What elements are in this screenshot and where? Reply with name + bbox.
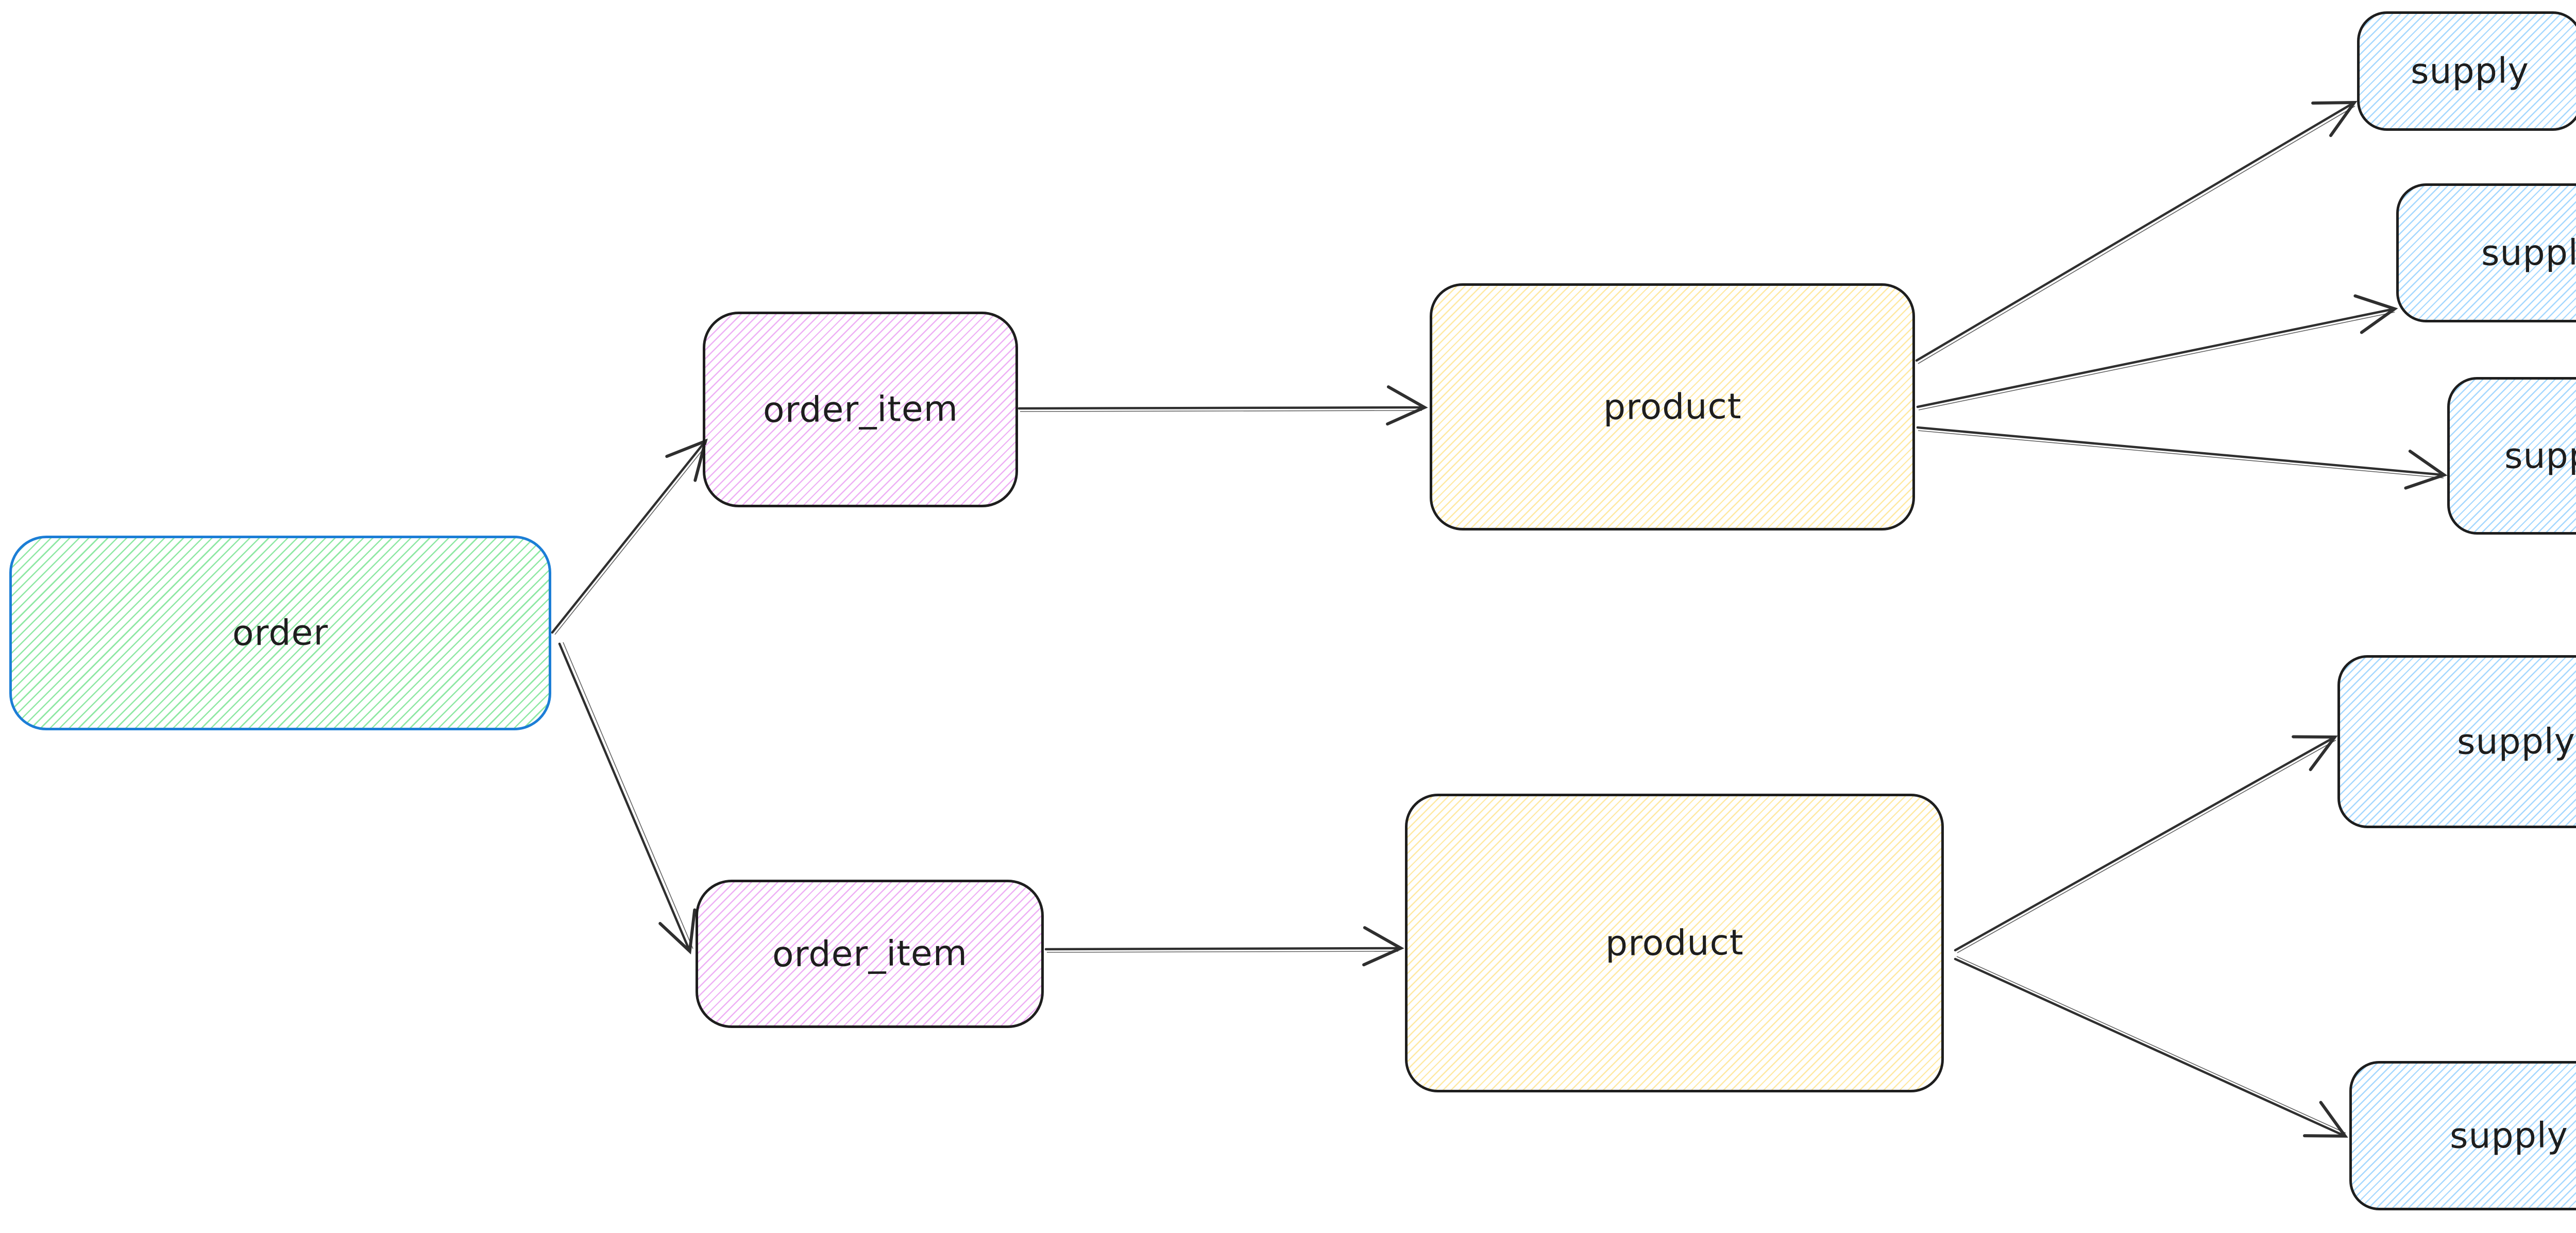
node-supply-3-label: supply xyxy=(2504,435,2576,477)
edge-sketch-line xyxy=(1918,312,2395,410)
edge-order-item-2-to-product-2[interactable] xyxy=(1044,926,1404,967)
edge-order-to-order-item-1[interactable] xyxy=(551,438,708,635)
edge-sketch-line xyxy=(563,642,693,949)
node-supply-5[interactable]: supply xyxy=(2349,1061,2576,1210)
node-product-2[interactable]: product xyxy=(1405,794,1944,1092)
edge-order-item-1-to-product-1[interactable] xyxy=(1018,385,1428,426)
node-supply-5-label: supply xyxy=(2449,1115,2569,1157)
edge-product-2-to-supply-5[interactable] xyxy=(1954,956,2348,1138)
edge-product-1-to-supply-3[interactable] xyxy=(1916,426,2448,490)
node-supply-4[interactable]: supply xyxy=(2337,655,2576,828)
edge-sketch-line xyxy=(1918,106,2355,364)
edge-sketch-line xyxy=(1918,430,2444,478)
node-supply-3[interactable]: supply xyxy=(2447,377,2576,535)
node-supply-2[interactable]: supply xyxy=(2396,183,2576,322)
node-order-item-1[interactable]: order_item xyxy=(703,312,1018,507)
edge-product-1-to-supply-2[interactable] xyxy=(1916,294,2398,410)
edge-order-to-order-item-2[interactable] xyxy=(558,642,697,955)
node-supply-1[interactable]: supply xyxy=(2357,11,2576,131)
edge-sketch-line xyxy=(1046,951,1399,953)
node-product-1[interactable]: product xyxy=(1430,283,1915,530)
node-order-item-2-label: order_item xyxy=(772,933,968,975)
edge-product-1-to-supply-1[interactable] xyxy=(1915,100,2358,364)
node-order-label: order xyxy=(232,612,329,654)
edge-sketch-line xyxy=(1020,410,1422,412)
node-product-1-label: product xyxy=(1603,386,1742,428)
node-product-2-label: product xyxy=(1605,922,1744,964)
node-supply-2-label: supply xyxy=(2481,232,2576,274)
node-supply-1-label: supply xyxy=(2410,50,2530,92)
edge-product-2-to-supply-4[interactable] xyxy=(1954,735,2338,953)
node-supply-4-label: supply xyxy=(2456,721,2575,763)
node-order[interactable]: order xyxy=(9,536,551,730)
edge-sketch-line xyxy=(1956,956,2346,1134)
node-order-item-2[interactable]: order_item xyxy=(696,880,1044,1028)
edge-sketch-line xyxy=(554,443,708,635)
node-order-item-1-label: order_item xyxy=(762,388,958,431)
edge-sketch-line xyxy=(1957,740,2336,953)
